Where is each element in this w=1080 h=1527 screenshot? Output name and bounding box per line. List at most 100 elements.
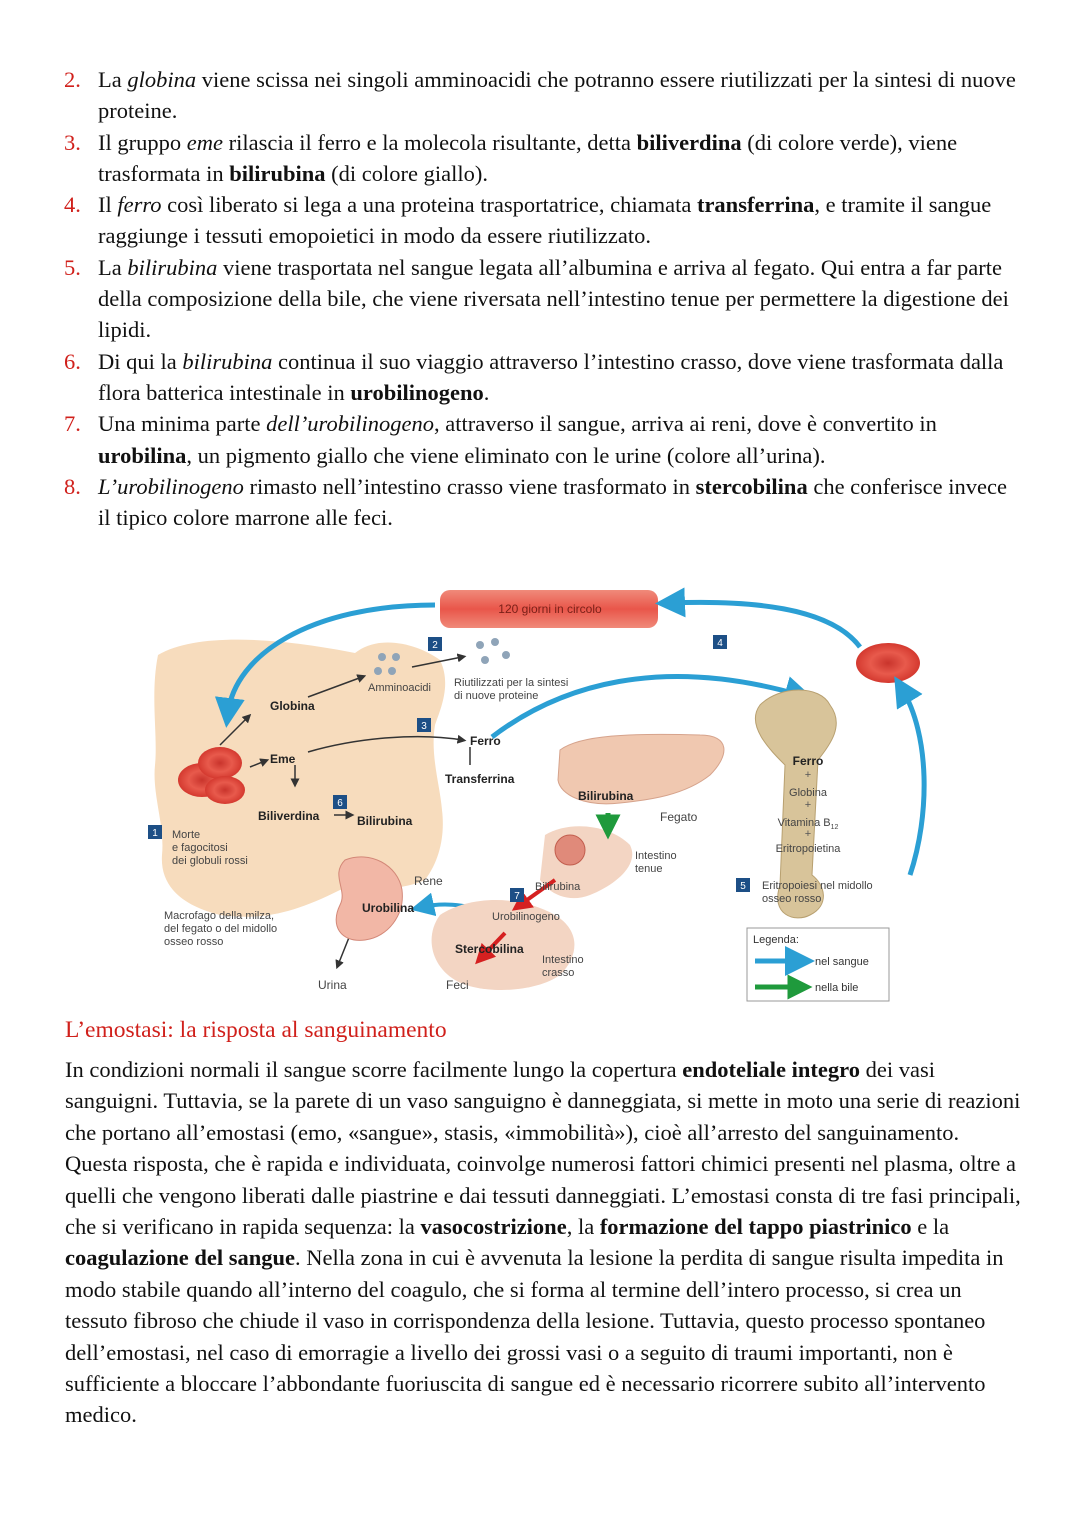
label-bone-globina: Globina <box>789 787 828 799</box>
bold-term: vasocostrizione <box>420 1214 567 1240</box>
text-run: , un pigmento giallo che viene eliminato… <box>186 442 826 468</box>
label-rene: Rene <box>414 874 443 888</box>
label-intestino-crasso-2: crasso <box>542 967 574 979</box>
label-intestino-tenue-1: Intestino <box>635 850 677 862</box>
step-badge-7: 7 <box>510 888 524 902</box>
label-amminoacidi: Amminoacidi <box>368 682 431 694</box>
label-eritropoiesi-2: osseo rosso <box>762 893 821 905</box>
text-run: rimasto nell’intestino crasso viene tras… <box>243 473 696 499</box>
large-intestine-shape <box>431 900 575 991</box>
arrow-eme-to-ferro <box>307 734 467 753</box>
step-badge-5: 5 <box>736 878 750 892</box>
text-run: continua il suo viaggio attraverso l’int… <box>98 348 1004 405</box>
amino-acid-dots <box>374 638 510 675</box>
label-ferro: Ferro <box>470 734 501 748</box>
list-number: 7. <box>64 411 81 437</box>
text-run: , attraverso il sangue, arriva ai reni, … <box>433 411 937 437</box>
svg-text:4: 4 <box>717 638 723 649</box>
list-item: 2. La globina viene scissa nei singoli a… <box>64 64 1024 127</box>
label-riutilizzati-1: Riutilizzati per la sintesi <box>454 677 568 689</box>
arrow-ferro-to-bone <box>490 674 815 739</box>
label-urobilina: Urobilina <box>362 901 414 915</box>
bold-term: formazione del tappo piastrinico <box>599 1214 912 1240</box>
label-transferrina: Transferrina <box>445 772 515 786</box>
text-run: (di colore verde), viene trasformata in <box>98 129 958 186</box>
label-bilirubina-macrophage: Bilirubina <box>357 814 413 828</box>
list-number: 2. <box>64 67 81 92</box>
bold-term: bilirubina <box>229 160 326 186</box>
list-number: 6. <box>64 348 81 374</box>
dying-red-blood-cells <box>178 747 245 804</box>
step-badge-1: 1 <box>148 825 162 839</box>
label-riutilizzati-2: di nuove proteine <box>454 690 538 702</box>
step-badge-3: 3 <box>417 718 431 732</box>
list-item: 4.Il ferro così liberato si lega a una p… <box>64 189 1024 252</box>
arrow-cells-to-globina <box>219 713 252 746</box>
label-urina: Urina <box>318 978 347 992</box>
label-macrofago-1: Macrofago della milza, <box>164 910 274 922</box>
arrow-amminoacidi-to-reuse <box>411 653 467 668</box>
list-item: 5. La bilirubina viene trasportata nel sa… <box>64 252 1024 346</box>
bold-term: biliverdina <box>636 129 742 155</box>
svg-text:5: 5 <box>740 881 746 892</box>
bold-term: urobilinogeno <box>350 379 484 405</box>
red-blood-cell-right <box>856 643 920 683</box>
text-run: . Nella zona in cui è avvenuta la lesion… <box>65 1245 1004 1428</box>
label-macrofago-3: osseo rosso <box>164 936 223 948</box>
arrow-cell-to-vessel <box>655 587 862 649</box>
bold-term: coagulazione del sangue <box>65 1245 296 1271</box>
kidney-shape <box>335 856 403 941</box>
svg-text:nel sangue: nel sangue <box>815 956 869 968</box>
text-run: Di qui la <box>98 348 183 374</box>
bold-term: transferrina <box>696 192 815 218</box>
label-intestino-tenue-2: tenue <box>635 863 663 875</box>
label-biliverdina: Biliverdina <box>258 809 320 823</box>
text-run: , la <box>566 1214 600 1240</box>
svg-text:2: 2 <box>432 640 438 651</box>
arrow-kidney-to-urina <box>335 934 351 970</box>
label-globina: Globina <box>270 699 315 713</box>
label-bilirubina-liver: Bilirubina <box>578 789 634 803</box>
blood-vessel <box>440 590 658 628</box>
list-number: 8. <box>64 473 81 499</box>
italic-term: eme <box>186 129 223 155</box>
svg-text:nella bile: nella bile <box>815 982 858 994</box>
list-item: 8. L’urobilinogeno rimasto nell’intestino… <box>64 471 1024 534</box>
label-bilirubina-intestine: Bilirubina <box>535 881 581 893</box>
bold-term: endoteliale integro <box>682 1057 860 1082</box>
bold-term: stercobilina <box>695 473 808 499</box>
svg-text:6: 6 <box>337 798 343 809</box>
italic-term: globina <box>127 67 197 92</box>
bold-term: urobilina <box>98 442 187 468</box>
italic-term: bilirubina <box>127 254 218 280</box>
label-eme: Eme <box>270 752 296 766</box>
list-number: 5. <box>64 254 81 280</box>
list-item: 7.Una minima parte dell’urobilinogeno, a… <box>64 408 1024 471</box>
label-plus-1: + <box>805 769 811 781</box>
bone-shape <box>754 689 837 919</box>
text-run: viene scissa nei singoli amminoacidi che… <box>98 67 1016 124</box>
text-run: viene trasportata nel sangue legata all’… <box>98 254 1009 343</box>
text-run: e la <box>911 1214 950 1240</box>
numbered-list: 2. La globina viene scissa nei singoli a… <box>64 64 1024 533</box>
label-morte-2: e fagocitosi <box>172 842 228 854</box>
step-badge-2: 2 <box>428 637 442 651</box>
label-fegato: Fegato <box>660 810 698 824</box>
arrow-urobilinogeno-to-stercobilina <box>475 931 507 965</box>
svg-text:7: 7 <box>514 891 520 902</box>
arrow-cells-to-eme <box>249 758 270 768</box>
text-run: La <box>98 254 128 280</box>
arrow-globina-to-amminoacidi <box>307 674 367 698</box>
step-badge-4: 4 <box>713 635 727 649</box>
text-run: così liberato si lega a una proteina tra… <box>161 192 697 218</box>
vessel-label: 120 giorni in circolo <box>498 602 602 616</box>
text-run: (di colore giallo). <box>325 160 488 186</box>
italic-term: dell’urobilinogeno <box>266 411 434 437</box>
label-bone-vitamina: Vitamina B12 <box>778 817 839 831</box>
italic-term: L’urobilinogeno <box>98 473 244 499</box>
label-morte-3: dei globuli rossi <box>172 855 248 867</box>
text-run: Il gruppo <box>98 129 187 155</box>
label-urobilinogeno: Urobilinogeno <box>492 911 560 923</box>
label-plus-3: + <box>805 828 811 840</box>
section-title: L’emostasi: la risposta al sanguinamento <box>65 1017 447 1043</box>
